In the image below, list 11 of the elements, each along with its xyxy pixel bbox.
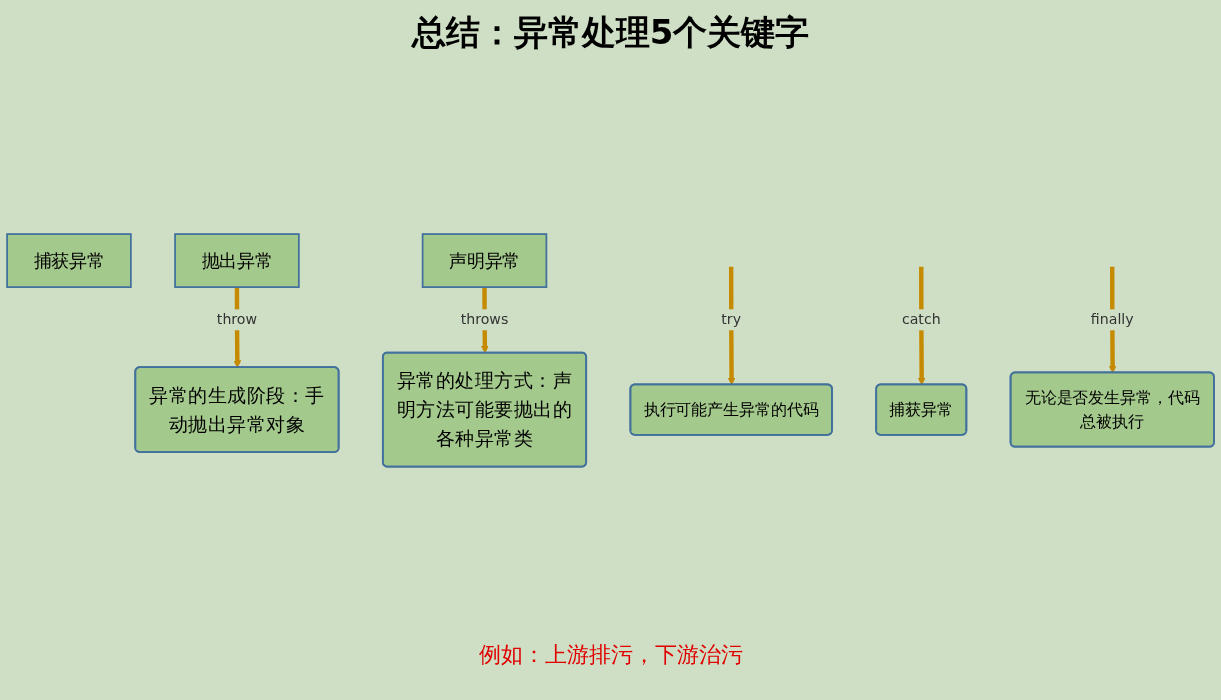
node-box: 声明异常 <box>421 232 548 288</box>
edge-label: throw <box>216 310 258 328</box>
note-text: 例如：上游排污，下游治污 <box>478 642 743 667</box>
edge-label: catch <box>901 310 941 328</box>
node-box: 抛出异常 <box>174 232 300 288</box>
arrow <box>727 266 736 385</box>
title: 总结：异常处理5个关键字 <box>410 11 811 54</box>
edge-label: finally <box>1090 310 1134 328</box>
edge-label: try <box>721 310 742 328</box>
edge-label: throws <box>460 310 509 328</box>
node-box: 捕获异常 <box>6 232 132 288</box>
